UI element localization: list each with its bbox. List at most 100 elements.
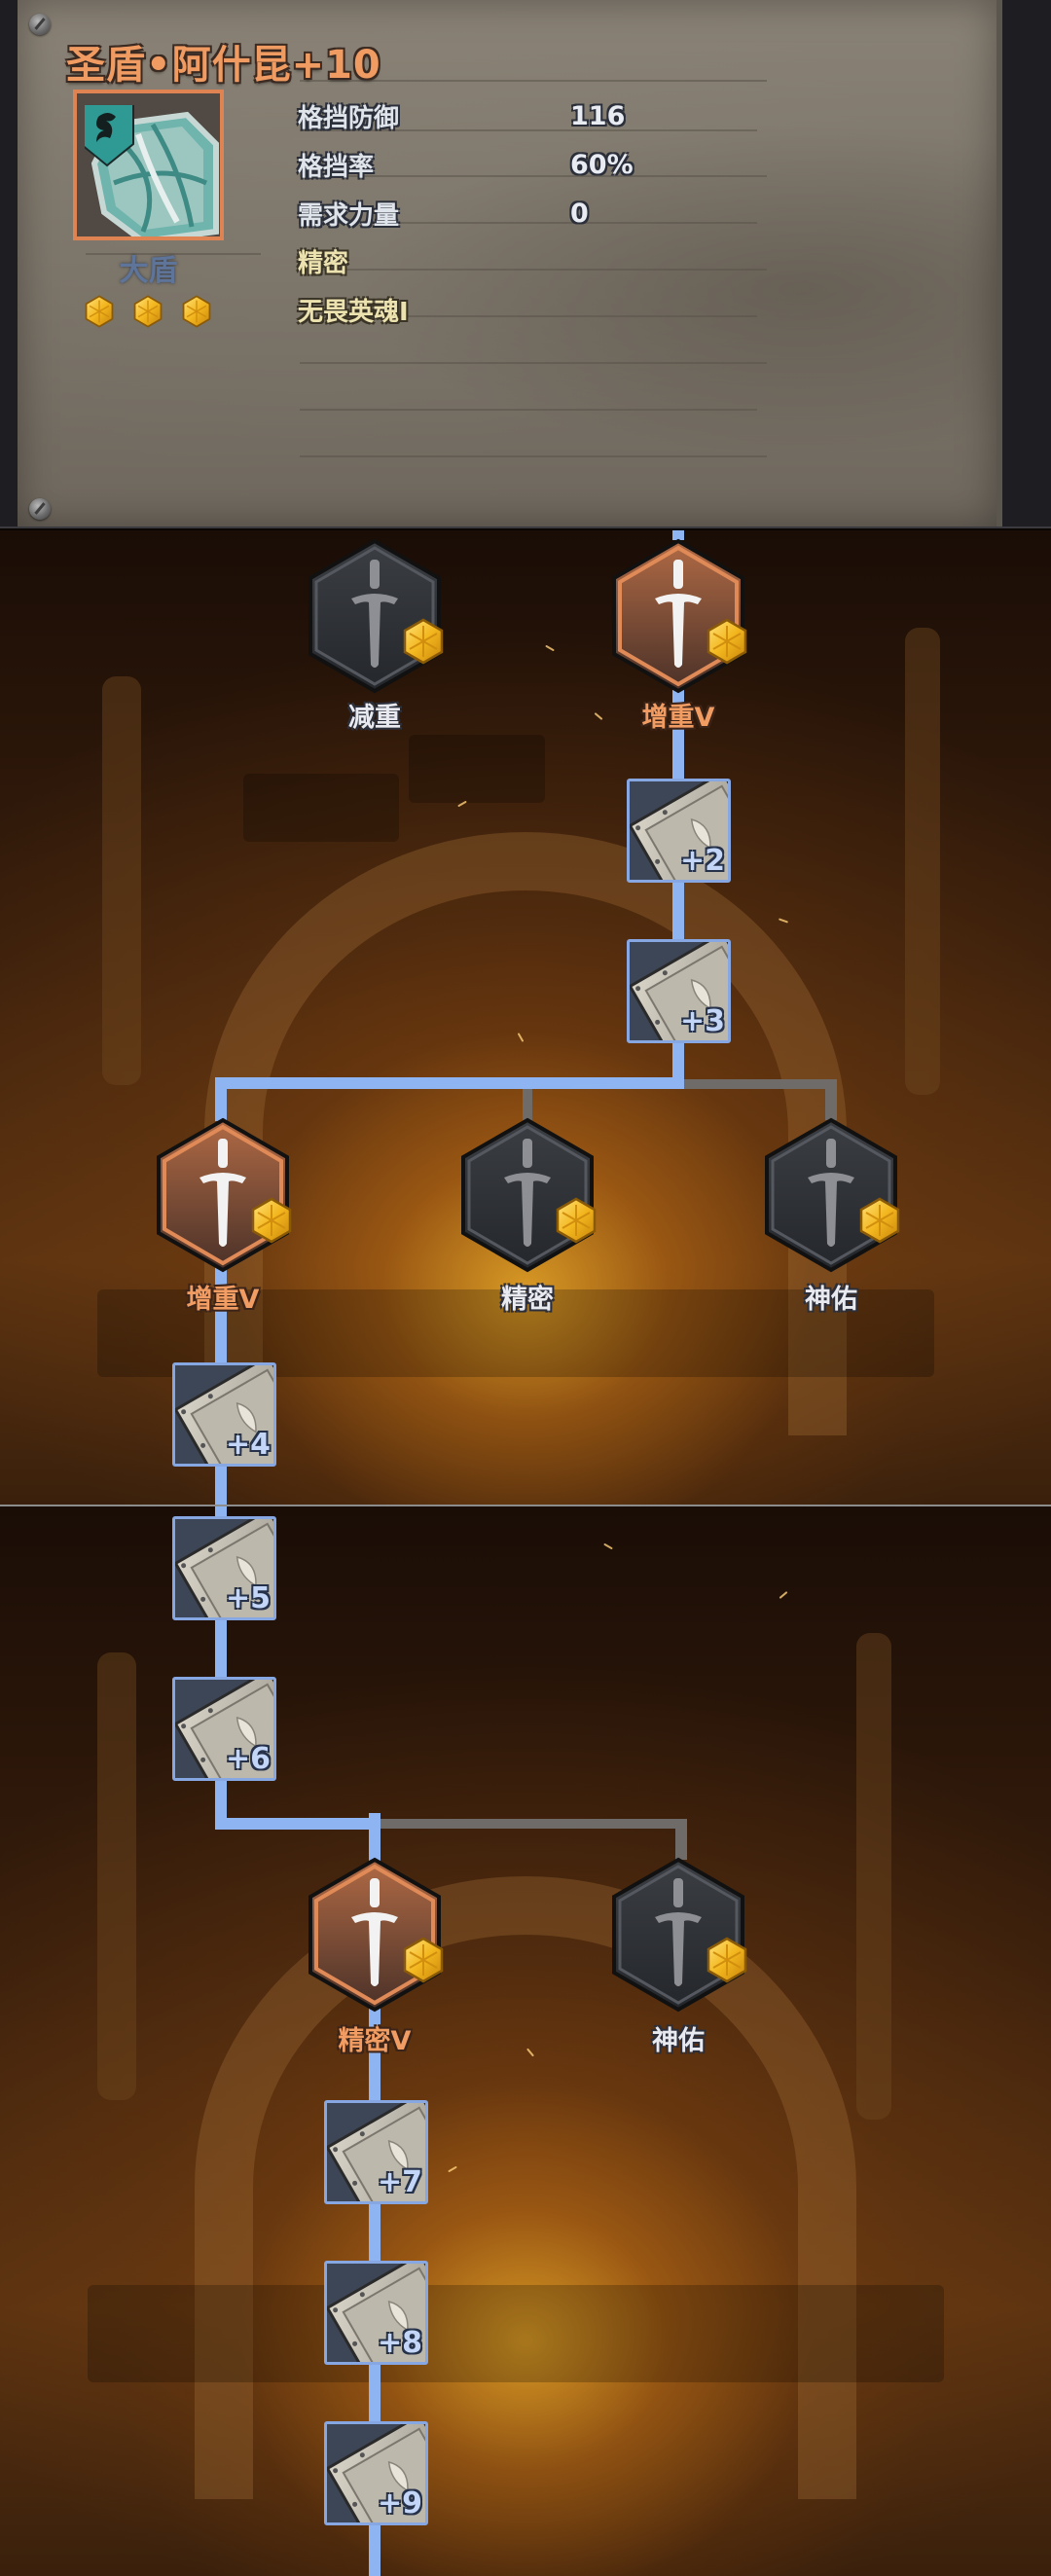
hexagon-frame <box>765 1117 897 1273</box>
spark <box>603 1542 613 1550</box>
path-line-selected <box>672 530 684 540</box>
path-line-locked <box>825 1089 837 1120</box>
gold-hexagon-star-icon <box>250 1197 293 1244</box>
upgrade-level: +4 <box>225 1428 271 1462</box>
stat-label: 需求力量 <box>298 200 400 231</box>
path-line-selected <box>215 1077 684 1089</box>
ruled-line <box>300 175 767 177</box>
node-label: 神佑 <box>652 2026 705 2056</box>
hexagon-frame <box>157 1117 289 1273</box>
tower-shield-icon <box>85 105 219 236</box>
forge-tree-section-1: 减重 增重V +2 +3 增重V 精密 <box>0 530 1051 1506</box>
ruled-line <box>300 409 757 411</box>
stat-value: 0 <box>570 198 589 229</box>
anvil-decoration <box>88 2285 944 2382</box>
path-line-locked <box>675 1829 687 1860</box>
stat-label: 格挡率 <box>298 152 375 182</box>
upgrade-level: +6 <box>225 1742 271 1776</box>
upgrade-slot[interactable]: +3 <box>627 939 731 1043</box>
hexagon-frame <box>308 538 441 694</box>
parchment-background <box>18 0 1002 526</box>
hexagon-frame <box>612 538 744 694</box>
brick-decoration <box>243 774 399 842</box>
upgrade-slot[interactable]: +8 <box>324 2261 428 2365</box>
forge-tree-section-2: +5 +6 精密V 神佑 +7 +8 +9 <box>0 1506 1051 2576</box>
item-title: 圣盾•阿什昆+10 <box>66 43 381 88</box>
ruled-line <box>300 362 767 364</box>
trait-label: 无畏英魂I <box>298 297 409 327</box>
ruled-line <box>300 222 757 224</box>
brick-decoration <box>409 735 545 803</box>
stat-row-required-strength: 需求力量 0 <box>298 191 589 236</box>
ruled-line <box>300 455 767 457</box>
gold-hexagon-star-icon <box>706 1937 748 1983</box>
gold-hexagon-star-icon <box>706 618 748 665</box>
node-label: 神佑 <box>805 1285 857 1315</box>
spark <box>778 918 789 924</box>
stat-row-block-defense: 格挡防御 116 <box>298 93 625 138</box>
gold-hexagon-star-icon <box>858 1197 901 1244</box>
forge-node-precision-selected[interactable] <box>307 1857 443 2013</box>
upgrade-level: +8 <box>377 2326 422 2360</box>
node-label: 增重V <box>641 703 715 733</box>
node-label: 精密V <box>338 2026 412 2056</box>
path-line-selected <box>369 1813 381 1862</box>
upgrade-level: +9 <box>377 2486 422 2521</box>
gold-hexagon-star-icon <box>402 618 445 665</box>
upgrade-level: +2 <box>679 844 725 878</box>
upgrade-slot[interactable]: +4 <box>172 1362 276 1467</box>
forge-node-divine-blessing[interactable] <box>610 1857 746 2013</box>
forge-node-weight-reduction[interactable] <box>307 538 443 694</box>
forge-arch-decoration <box>195 1876 856 2499</box>
forge-node-divine-blessing[interactable] <box>763 1117 899 1273</box>
ruled-line <box>300 315 757 317</box>
forge-node-weight-increase-selected[interactable] <box>610 538 746 694</box>
stat-label: 格挡防御 <box>298 103 400 133</box>
trait-label: 精密 <box>298 248 349 278</box>
forge-node-precision[interactable] <box>459 1117 596 1273</box>
hexagon-frame <box>308 1857 441 2013</box>
ruled-line <box>300 129 757 131</box>
trait-row-precision: 精密 <box>298 238 570 283</box>
upgrade-slot[interactable]: +6 <box>172 1677 276 1781</box>
gold-hexagon-star-icon <box>132 295 163 328</box>
upgrade-level: +3 <box>679 1004 725 1038</box>
path-line-locked <box>523 1089 532 1120</box>
screw-icon <box>29 498 51 520</box>
upgrade-slot[interactable]: +5 <box>172 1516 276 1620</box>
path-line-locked <box>684 1079 837 1089</box>
section-divider <box>0 1505 1051 1506</box>
upgrade-slot[interactable]: +2 <box>627 779 731 883</box>
gold-hexagon-star-icon <box>181 295 212 328</box>
screw-icon <box>29 14 51 35</box>
star-rating <box>84 295 212 328</box>
forge-node-weight-increase-selected[interactable] <box>155 1117 291 1273</box>
item-info-panel: 圣盾•阿什昆+10 大盾 格挡防御 116 格挡率 60% 需求力量 0 精密 … <box>0 0 1051 528</box>
tool-decoration <box>856 1633 891 2120</box>
item-icon[interactable] <box>73 90 224 240</box>
node-label: 增重V <box>186 1285 260 1315</box>
stat-value: 116 <box>570 100 626 131</box>
path-line-selected <box>215 1077 227 1121</box>
stat-value: 60% <box>570 149 634 180</box>
tool-decoration <box>905 628 940 1095</box>
node-label: 精密 <box>501 1285 554 1315</box>
tongs-decoration <box>97 1652 136 2100</box>
trait-row-fearless-soul: 无畏英魂I <box>298 287 570 332</box>
path-line-selected <box>215 1818 375 1830</box>
gold-hexagon-star-icon <box>84 295 115 328</box>
gold-hexagon-star-icon <box>402 1937 445 1983</box>
hexagon-frame <box>612 1857 744 2013</box>
stat-row-block-rate: 格挡率 60% <box>298 142 634 187</box>
upgrade-slot[interactable]: +7 <box>324 2100 428 2204</box>
ruled-line <box>300 80 767 82</box>
spark <box>545 644 555 652</box>
upgrade-level: +7 <box>377 2165 422 2199</box>
spark <box>779 1591 788 1599</box>
ruled-line <box>86 253 261 255</box>
hexagon-frame <box>461 1117 594 1273</box>
upgrade-slot[interactable]: +9 <box>324 2421 428 2525</box>
path-line-locked <box>381 1819 687 1829</box>
gold-hexagon-star-icon <box>555 1197 598 1244</box>
upgrade-level: +5 <box>225 1581 271 1615</box>
